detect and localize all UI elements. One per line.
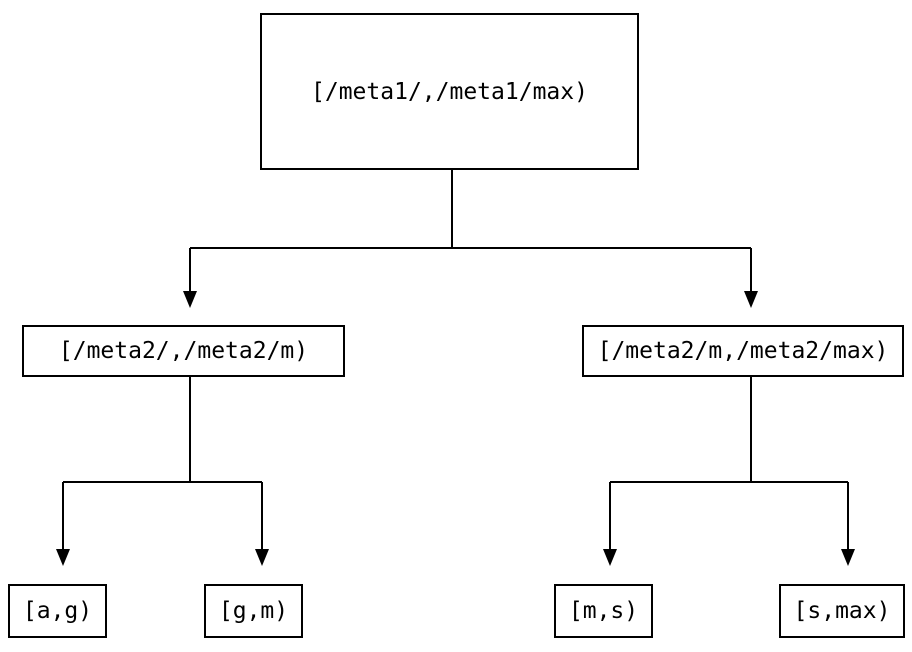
node-leaf-ms-label: [m,s) [568, 598, 639, 624]
node-leaf-smax: [s,max) [779, 584, 905, 638]
node-leaf-ag-label: [a,g) [22, 598, 93, 624]
node-leaf-ag: [a,g) [8, 584, 107, 638]
node-leaf-gm-label: [g,m) [218, 598, 289, 624]
arrowhead-icon [255, 549, 269, 566]
node-root: [/meta1/,/meta1/max) [260, 13, 639, 170]
node-right-child-label: [/meta2/m,/meta2/max) [597, 338, 889, 364]
edge-left-child-to-leaves [62, 377, 263, 550]
arrowhead-icon [603, 549, 617, 566]
arrowhead-icon [183, 291, 197, 308]
edge-root-to-children [189, 170, 752, 292]
arrowhead-icon [841, 549, 855, 566]
arrowhead-icon [744, 291, 758, 308]
node-left-child: [/meta2/,/meta2/m) [22, 325, 345, 377]
arrowhead-icon [56, 549, 70, 566]
edge-right-child-to-leaves [609, 377, 849, 550]
node-left-child-label: [/meta2/,/meta2/m) [58, 338, 309, 364]
node-right-child: [/meta2/m,/meta2/max) [582, 325, 904, 377]
node-root-label: [/meta1/,/meta1/max) [311, 78, 588, 105]
node-leaf-gm: [g,m) [204, 584, 303, 638]
node-leaf-smax-label: [s,max) [793, 598, 891, 624]
node-leaf-ms: [m,s) [554, 584, 653, 638]
